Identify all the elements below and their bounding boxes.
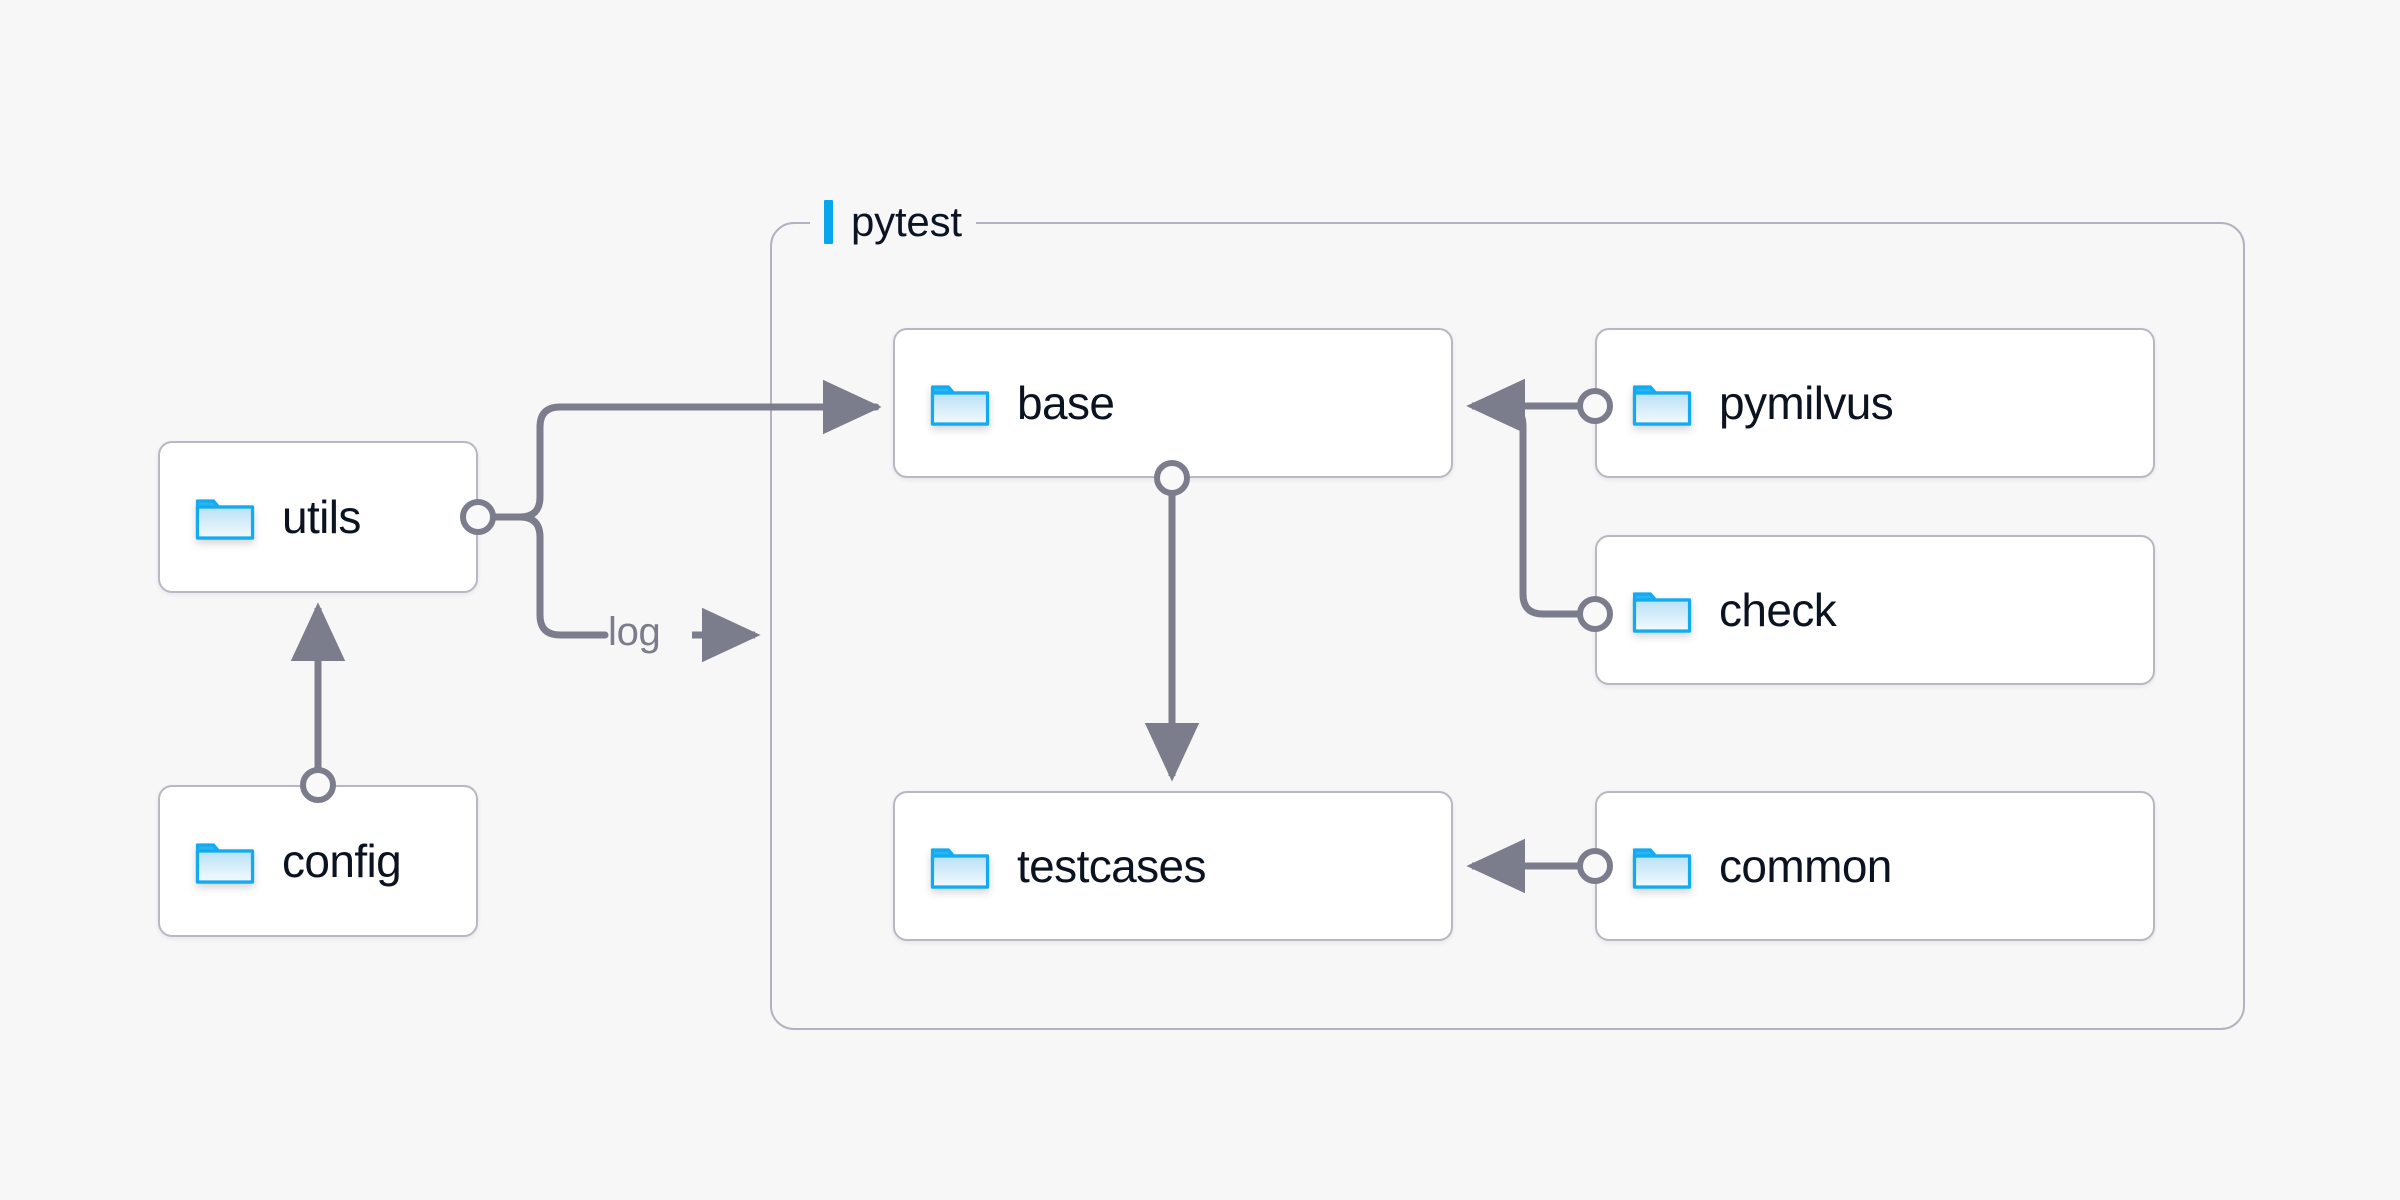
folder-icon <box>930 385 990 426</box>
folder-icon <box>930 848 990 889</box>
group-accent-bar <box>824 200 833 244</box>
node-config[interactable]: config <box>158 785 478 937</box>
node-label: utils <box>282 491 361 543</box>
node-pymilvus[interactable]: pymilvus <box>1595 328 2155 478</box>
node-label: common <box>1719 840 1892 892</box>
group-label-text: pytest <box>851 198 962 245</box>
node-testcases[interactable]: testcases <box>893 791 1453 941</box>
edge-check-to-base <box>1466 378 1578 618</box>
node-label: testcases <box>1017 840 1207 892</box>
group-pytest-container <box>770 222 2245 1030</box>
node-common[interactable]: common <box>1595 791 2155 941</box>
group-pytest-label: pytest <box>810 196 976 248</box>
edge-label-log: log <box>608 610 661 654</box>
folder-icon <box>195 499 255 540</box>
node-label: base <box>1017 377 1115 429</box>
node-check[interactable]: check <box>1595 535 2155 685</box>
folder-icon <box>195 843 255 884</box>
node-label: check <box>1719 584 1837 636</box>
node-label: config <box>282 835 402 887</box>
folder-icon <box>1632 848 1692 889</box>
node-base[interactable]: base <box>893 328 1453 478</box>
node-utils[interactable]: utils <box>158 441 478 593</box>
node-label: pymilvus <box>1719 377 1894 429</box>
folder-icon <box>1632 385 1692 426</box>
edge-utils-to-log <box>474 513 761 663</box>
folder-icon <box>1632 592 1692 633</box>
